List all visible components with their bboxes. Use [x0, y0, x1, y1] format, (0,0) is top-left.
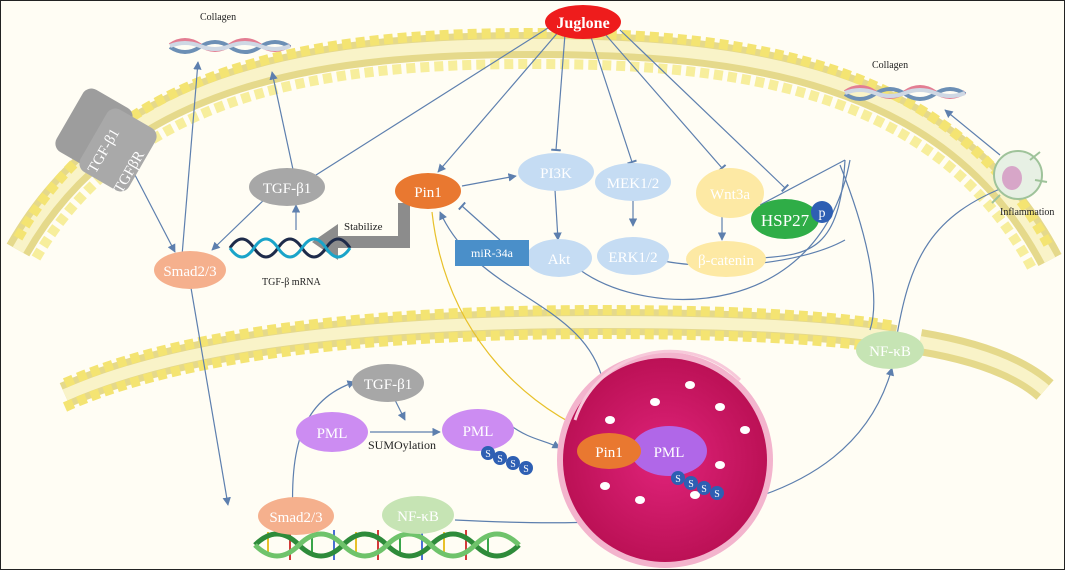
- hsp27-node: HSP27: [751, 199, 819, 239]
- pin1-body-node: Pin1: [577, 433, 641, 469]
- juglone-to-nuclear-pin1-arrow: [431, 211, 586, 431]
- pathway-arrows: [134, 27, 1011, 524]
- akt-label: Akt: [548, 252, 571, 268]
- collagen-left-label: Collagen: [200, 12, 236, 23]
- erk-label: ERK1/2: [608, 250, 657, 266]
- mir34a-node: miR-34a: [455, 240, 529, 266]
- inflammation-label: Inflammation: [1000, 207, 1054, 218]
- beta-catenin-node: β-catenin: [686, 241, 766, 277]
- mek-node: MEK1/2: [595, 163, 671, 201]
- smad-cytoplasm-label: Smad2/3: [163, 264, 216, 280]
- sumo-s-1: S: [485, 449, 491, 460]
- nfkb-nucleus-node: NF-κB: [382, 496, 454, 534]
- sumoylation-label: SUMOylation: [368, 438, 436, 452]
- pml-body-label: PML: [654, 445, 685, 461]
- hsp27-label: HSP27: [761, 211, 810, 230]
- tgfb1-nucleus-label: TGF-β1: [364, 377, 412, 393]
- cell-membrane: [6, 27, 1062, 271]
- smad-nucleus-node: Smad2/3: [258, 497, 334, 535]
- stabilize-arrow: [312, 203, 410, 260]
- stabilize-label: Stabilize: [344, 221, 383, 233]
- nfkb-cytoplasm-node: NF-κB: [856, 331, 924, 369]
- juglone-label: Juglone: [556, 15, 609, 32]
- tgfb1-nucleus-node: TGF-β1: [352, 364, 424, 402]
- pin1-body-label: Pin1: [595, 445, 623, 461]
- tgfb-receptor-complex: [55, 88, 157, 192]
- sumo-s-4: S: [523, 464, 529, 475]
- sumo-s-3: S: [510, 459, 516, 470]
- nuclear-membrane: [59, 304, 1054, 412]
- dna-helix: [253, 530, 521, 560]
- pi3k-node: PI3K: [518, 153, 594, 191]
- sumo-chain-body: S S S S: [671, 471, 724, 500]
- tgfb1-cytoplasm-label: TGF-β1: [263, 181, 311, 197]
- sumo-s-2: S: [497, 454, 503, 465]
- phosphate-badge: p: [811, 201, 833, 223]
- sumo-body-s-1: S: [675, 474, 681, 485]
- mek-label: MEK1/2: [607, 176, 660, 192]
- smad-nucleus-label: Smad2/3: [269, 510, 322, 526]
- tgfb1-cytoplasm-node: TGF-β1: [249, 168, 325, 206]
- nfkb-nucleus-label: NF-κB: [397, 509, 439, 525]
- pml-left-node: PML: [296, 412, 368, 452]
- erk-node: ERK1/2: [597, 237, 669, 275]
- collagen-fiber-left: [168, 38, 292, 54]
- nfkb-cytoplasm-label: NF-κB: [869, 344, 911, 360]
- pml-body-node: PML: [631, 426, 707, 476]
- pi3k-label: PI3K: [540, 166, 572, 182]
- collagen-fiber-right: [843, 85, 967, 101]
- pml-mid-node: PML: [442, 409, 514, 451]
- sumo-chain-mid: S S S S: [481, 446, 533, 475]
- phosphate-label: p: [819, 206, 826, 221]
- beta-catenin-label: β-catenin: [698, 253, 754, 269]
- mir34a-label: miR-34a: [471, 246, 514, 260]
- tgfb-mrna-label: TGF-β mRNA: [262, 277, 321, 288]
- juglone-node: Juglone: [545, 5, 621, 39]
- sumo-body-s-2: S: [688, 479, 694, 490]
- wnt3a-node: Wnt3a: [696, 168, 764, 218]
- smad-cytoplasm-node: Smad2/3: [154, 251, 226, 289]
- wnt3a-label: Wnt3a: [710, 187, 750, 203]
- pml-mid-label: PML: [463, 424, 494, 440]
- inflammation-cell-icon: [991, 150, 1048, 204]
- mrna-helix: [228, 237, 352, 259]
- pml-left-label: PML: [317, 426, 348, 442]
- pin1-label: Pin1: [414, 185, 442, 201]
- akt-node: Akt: [526, 239, 592, 277]
- collagen-right-label: Collagen: [872, 60, 908, 71]
- sumo-body-s-3: S: [701, 484, 707, 495]
- sumo-body-s-4: S: [714, 489, 720, 500]
- pin1-node: Pin1: [395, 173, 461, 209]
